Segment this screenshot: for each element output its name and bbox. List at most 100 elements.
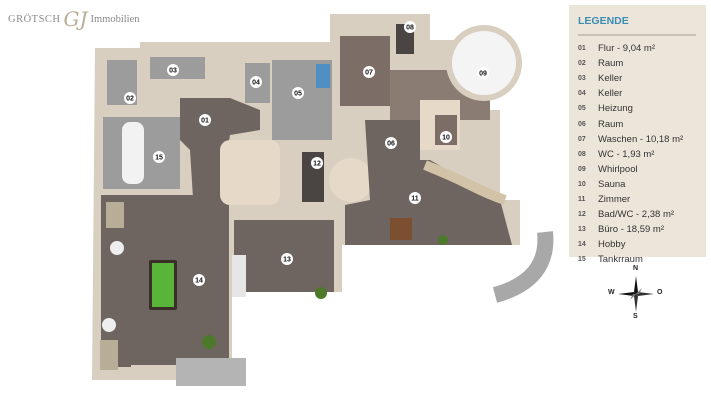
legend-label: WC - 1,93 m² bbox=[598, 148, 655, 160]
logo-subtitle: Immobilien bbox=[90, 13, 140, 25]
room-11-zimmer bbox=[345, 120, 512, 245]
legend-number: 15 bbox=[578, 256, 586, 264]
legend-label: Raum bbox=[598, 118, 624, 130]
badge-02: 02 bbox=[124, 92, 136, 104]
legend-label: Sauna bbox=[598, 178, 626, 190]
stairs-bottom bbox=[176, 358, 246, 386]
svg-text:07: 07 bbox=[365, 70, 373, 77]
badge-15: 15 bbox=[153, 151, 165, 163]
badge-14: 14 bbox=[193, 274, 205, 286]
legend-item: 14 Hobby bbox=[578, 237, 683, 252]
legend-item: 10 Sauna bbox=[578, 177, 683, 192]
exterior-stairs bbox=[492, 231, 554, 303]
svg-text:12: 12 bbox=[313, 161, 321, 168]
legend-label: Flur - 9,04 m² bbox=[598, 43, 656, 55]
legend-title: LEGENDE bbox=[578, 15, 629, 27]
dining-table bbox=[390, 218, 412, 240]
logo-monogram: GJ bbox=[63, 7, 88, 31]
legend-label: Keller bbox=[598, 73, 623, 85]
badge-06: 06 bbox=[385, 137, 397, 149]
svg-text:03: 03 bbox=[169, 68, 177, 75]
legend-number: 05 bbox=[578, 105, 586, 113]
badge-04: 04 bbox=[250, 76, 262, 88]
legend-label: Heizung bbox=[598, 103, 633, 115]
badge-08: 08 bbox=[404, 21, 416, 33]
compass-west: W bbox=[608, 289, 615, 296]
badge-03: 03 bbox=[167, 64, 179, 76]
legend-item: 13 Büro - 18,59 m² bbox=[578, 222, 683, 237]
badge-05: 05 bbox=[292, 87, 304, 99]
legend-item: 07 Waschen - 10,18 m² bbox=[578, 132, 683, 147]
svg-text:06: 06 bbox=[387, 141, 395, 148]
legend-number: 08 bbox=[578, 150, 586, 158]
svg-text:01: 01 bbox=[201, 118, 209, 125]
legend-number: 02 bbox=[578, 60, 586, 68]
legend-item: 08 WC - 1,93 m² bbox=[578, 147, 683, 162]
legend-item: 04 Keller bbox=[578, 86, 683, 101]
company-logo: GRÖTSCH GJ Immobilien bbox=[8, 7, 140, 31]
spiral-stairs bbox=[329, 158, 373, 202]
svg-text:10: 10 bbox=[442, 135, 450, 142]
legend-item: 12 Bad/WC - 2,38 m² bbox=[578, 207, 683, 222]
logo-brand: GRÖTSCH bbox=[8, 13, 61, 25]
badge-01: 01 bbox=[199, 114, 211, 126]
legend-item: 03 Keller bbox=[578, 71, 683, 86]
svg-text:02: 02 bbox=[126, 96, 134, 103]
compass-star-icon bbox=[618, 276, 654, 312]
svg-text:14: 14 bbox=[195, 278, 203, 285]
floor-plan: 01 02 03 04 05 06 07 08 09 10 11 12 13 1… bbox=[92, 14, 554, 386]
legend-label: Keller bbox=[598, 88, 623, 100]
legend-item: 01 Flur - 9,04 m² bbox=[578, 41, 683, 56]
legend-number: 06 bbox=[578, 120, 586, 128]
svg-text:04: 04 bbox=[252, 80, 260, 87]
legend-label: Waschen - 10,18 m² bbox=[598, 133, 684, 145]
legend-label: Raum bbox=[598, 58, 624, 70]
compass-east: O bbox=[657, 289, 663, 296]
legend-label: Hobby bbox=[598, 239, 626, 251]
legend-label: Tankrraum bbox=[598, 254, 643, 266]
legend-number: 04 bbox=[578, 90, 586, 98]
legend-number: 07 bbox=[578, 135, 586, 143]
legend-item: 02 Raum bbox=[578, 56, 683, 71]
svg-text:15: 15 bbox=[155, 155, 163, 162]
compass-south: S bbox=[633, 313, 638, 320]
plant bbox=[202, 335, 216, 349]
legend-item: 09 Whirlpool bbox=[578, 162, 683, 177]
legend-number: 09 bbox=[578, 165, 586, 173]
compass-north: N bbox=[633, 265, 639, 272]
legend-number: 11 bbox=[578, 195, 586, 203]
legend-number: 12 bbox=[578, 211, 586, 219]
legend-number: 14 bbox=[578, 241, 586, 249]
svg-text:05: 05 bbox=[294, 91, 302, 98]
svg-text:08: 08 bbox=[406, 25, 414, 32]
compass-rose: N S W O bbox=[606, 265, 666, 320]
legend-number: 13 bbox=[578, 226, 586, 234]
badge-13: 13 bbox=[281, 253, 293, 265]
side-table bbox=[110, 241, 124, 255]
curved-bench bbox=[423, 160, 507, 205]
legend-label: Whirlpool bbox=[598, 163, 638, 175]
badge-11: 11 bbox=[409, 192, 421, 204]
badge-09: 09 bbox=[477, 67, 489, 79]
tank bbox=[122, 122, 144, 184]
badge-12: 12 bbox=[311, 157, 323, 169]
legend-number: 01 bbox=[578, 45, 586, 53]
boiler bbox=[316, 64, 330, 88]
legend-item: 05 Heizung bbox=[578, 101, 683, 116]
svg-text:11: 11 bbox=[411, 196, 419, 203]
main-stairs bbox=[220, 140, 280, 205]
svg-text:09: 09 bbox=[479, 71, 487, 78]
sofa bbox=[100, 340, 118, 370]
legend-label: Bad/WC - 2,38 m² bbox=[598, 209, 675, 221]
legend-number: 10 bbox=[578, 180, 586, 188]
legend-label: Büro - 18,59 m² bbox=[598, 224, 664, 236]
legend-item: 11 Zimmer bbox=[578, 192, 683, 207]
legend-label: Zimmer bbox=[598, 193, 631, 205]
badge-07: 07 bbox=[363, 66, 375, 78]
legend-number: 03 bbox=[578, 75, 586, 83]
legend-item: 15 Tankrraum bbox=[578, 252, 683, 267]
legend-item: 06 Raum bbox=[578, 116, 683, 131]
svg-text:13: 13 bbox=[283, 257, 291, 264]
